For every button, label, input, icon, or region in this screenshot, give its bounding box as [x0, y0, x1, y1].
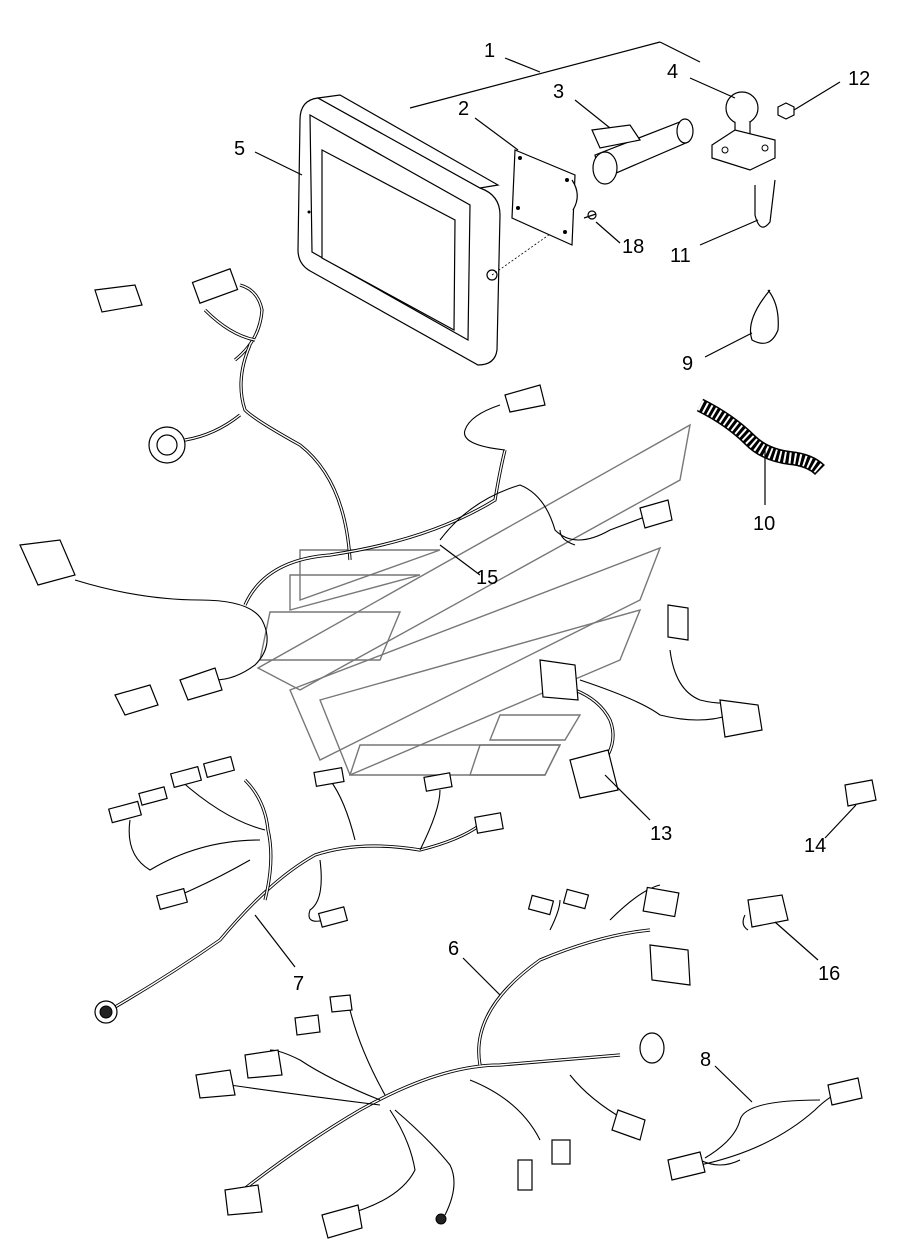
callout-16: 16: [818, 963, 840, 985]
harness-13: [539, 604, 763, 799]
harness-6: [195, 884, 691, 1239]
callout-8: 8: [700, 1049, 711, 1071]
callout-2: 2: [458, 98, 469, 120]
cable-8: [667, 1077, 863, 1181]
watermark-logo: [256, 423, 691, 776]
callout-4: 4: [667, 61, 678, 83]
callout-15: 15: [476, 567, 498, 589]
callout-11: 11: [670, 245, 691, 267]
display-unit: [297, 94, 571, 366]
cable-tie: [749, 289, 779, 344]
callout-12: 12: [848, 68, 870, 90]
callout-14: 14: [804, 835, 826, 857]
mounting-plate: [511, 149, 578, 246]
harness-7: [94, 755, 504, 1024]
ball-mount: [711, 91, 776, 171]
callout-6: 6: [448, 938, 459, 960]
callout-10: 10: [753, 513, 775, 535]
screw: [583, 210, 597, 220]
callout-9: 9: [682, 353, 693, 375]
connector-16: [742, 894, 789, 931]
callout-18: 18: [622, 236, 644, 258]
nut: [777, 102, 795, 120]
callout-1: 1: [484, 40, 495, 62]
main-harness-15: [19, 268, 673, 716]
callout-5: 5: [234, 138, 245, 160]
callout-13: 13: [650, 823, 672, 845]
tube-mount: [591, 118, 694, 185]
callout-1-leader: [409, 41, 701, 109]
callout-3: 3: [553, 81, 564, 103]
callout-7: 7: [293, 973, 304, 995]
callout-labels: 1 2 3 4 5 6 7 8 9 10 11 12 13 14 15 16 1…: [234, 40, 870, 1071]
u-bolt: [754, 179, 776, 228]
connector-14: [844, 779, 877, 807]
convoluted-sleeve: [696, 398, 825, 476]
leader-lines: [254, 77, 857, 1103]
